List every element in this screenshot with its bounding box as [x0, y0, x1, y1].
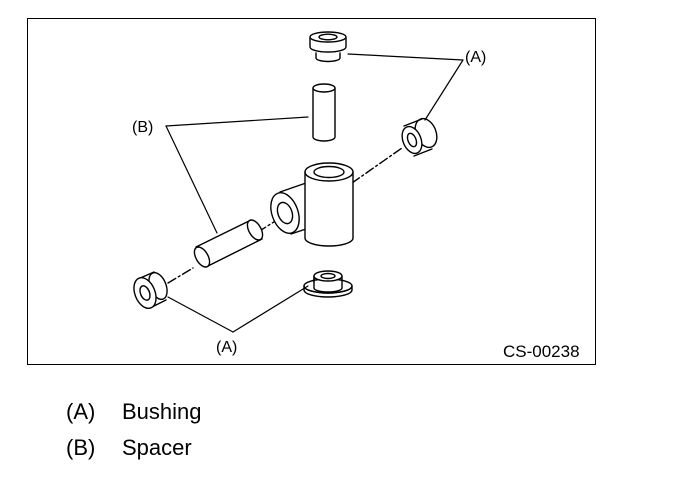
leader-lines	[165, 53, 464, 333]
callout-label-a-bottom: (A)	[216, 339, 237, 356]
callout-label-b: (B)	[132, 119, 153, 136]
figure-code: CS-00238	[503, 342, 580, 361]
leader-b-1	[165, 116, 309, 127]
leader-a-bottom-1	[167, 296, 234, 333]
legend-key: (A)	[66, 399, 96, 424]
leader-a-top-1	[347, 53, 464, 61]
spacer-vertical	[312, 83, 336, 142]
leader-b-2	[165, 125, 218, 234]
legend-key: (B)	[66, 435, 96, 460]
bushing-left	[133, 271, 168, 310]
bushing-right	[401, 117, 438, 157]
axis-line-left	[167, 267, 194, 284]
spacer-horizontal	[193, 219, 264, 268]
bushing-top	[309, 31, 347, 63]
legend-text: Bushing	[122, 399, 202, 424]
axis-line-right	[351, 147, 403, 184]
center-housing	[270, 162, 354, 247]
bushing-bottom	[303, 270, 353, 298]
callout-label-a-top: (A)	[465, 49, 486, 66]
leader-a-top-2	[424, 59, 464, 121]
leader-a-bottom-2	[232, 285, 309, 333]
legend-text: Spacer	[122, 435, 192, 460]
